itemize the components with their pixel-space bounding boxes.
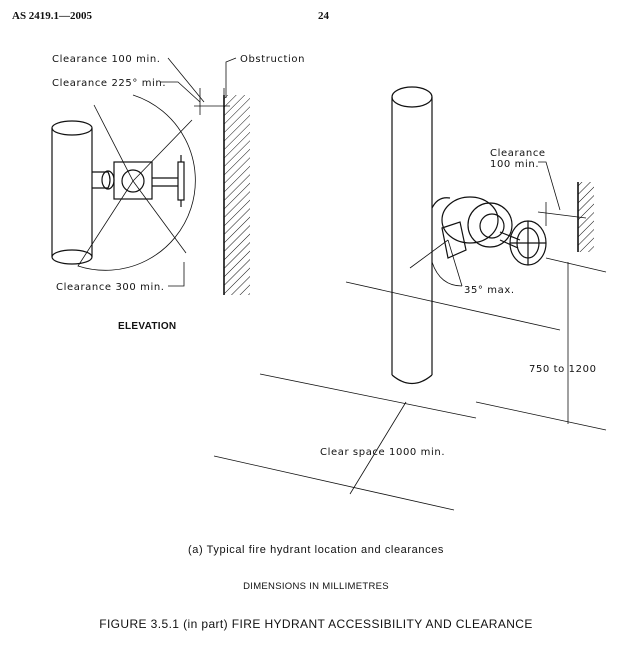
elevation-obstruction [223,95,250,295]
isometric-view [213,86,607,511]
iso-clearance-line1: Clearance [490,148,546,159]
dimensions-note: DIMENSIONS IN MILLIMETRES [243,581,389,592]
clearance-225-label: Clearance 225° min. [52,78,166,89]
clearance-300-label: Clearance 300 min. [56,282,165,293]
clearance-arc [77,94,196,271]
clearance-100-label: Clearance 100 min. [52,54,161,65]
standard-number: AS 2419.1—2005 [12,10,93,22]
figure-subcaption: (a) Typical fire hydrant location and cl… [187,544,445,556]
obstruction-label: Obstruction [240,54,305,65]
isometric-pipe [391,86,433,385]
page-number: 24 [318,10,329,22]
isometric-valve [431,196,521,259]
clear-space-label: Clear space 1000 min. [320,447,445,458]
isometric-handwheel [509,220,547,266]
elevation-outlet [92,170,115,190]
height-label: 750 to 1200 [529,364,597,375]
figure-caption: FIGURE 3.5.1 (in part) FIRE HYDRANT ACCE… [99,617,533,631]
elevation-pipe [51,120,93,265]
elevation-view [51,57,250,295]
angle-label: 35° max. [464,285,515,296]
elevation-title: ELEVATION [118,321,176,332]
iso-clearance-line2: 100 min. [490,159,539,170]
elevation-valve-body [113,155,185,207]
